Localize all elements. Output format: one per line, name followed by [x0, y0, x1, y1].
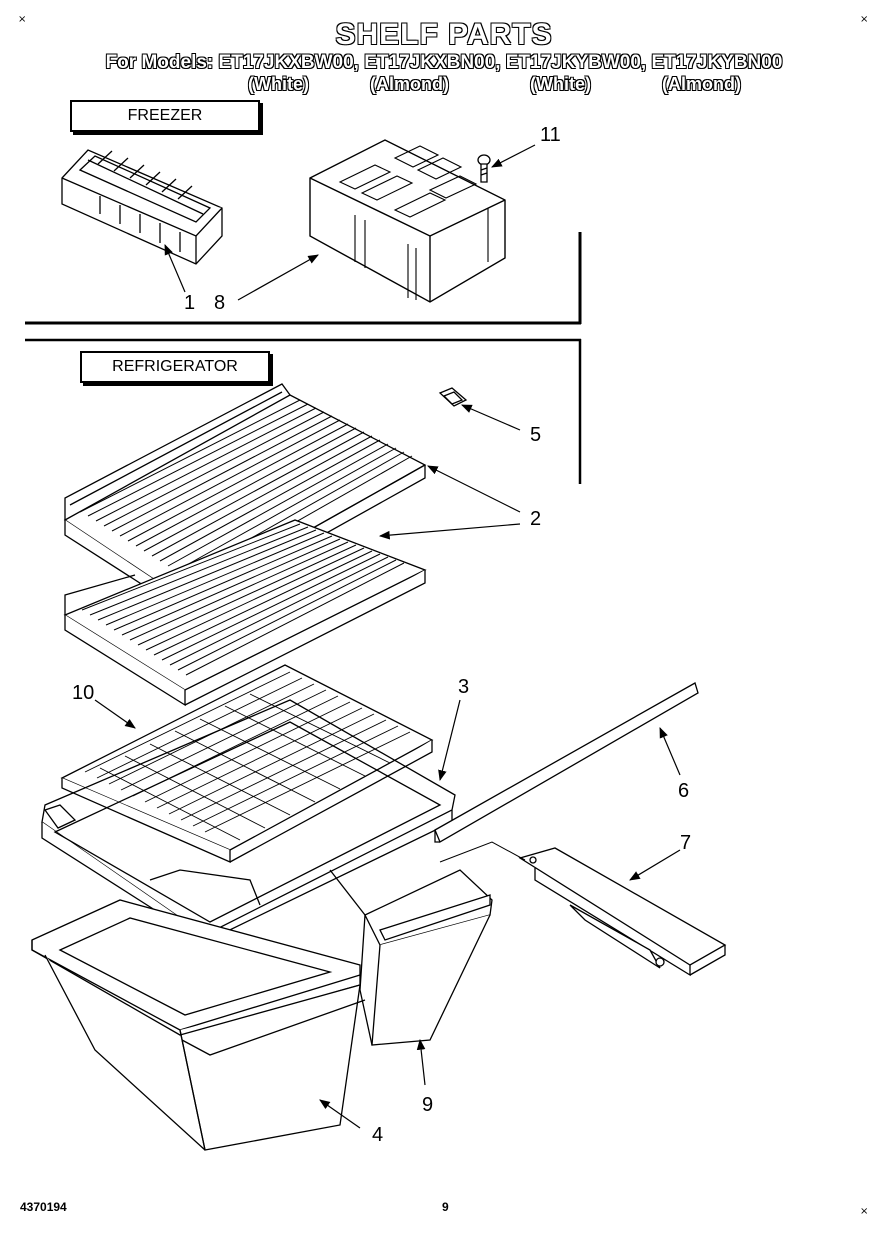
document-number: 4370194	[20, 1200, 67, 1214]
corner-mark-top-left: ×	[18, 14, 27, 25]
bracket-part-7	[520, 848, 725, 975]
callout-6: 6	[678, 780, 690, 802]
callout-7: 7	[680, 832, 692, 854]
clip-part-5	[440, 388, 466, 406]
callout-5: 5	[530, 424, 542, 446]
callout-3: 3	[458, 676, 470, 698]
trim-strip-part-6	[435, 683, 698, 842]
callout-10: 10	[72, 682, 95, 704]
callout-4: 4	[372, 1124, 384, 1146]
refrigerator-section-label: REFRIGERATOR	[80, 351, 270, 383]
leader-arrows	[95, 145, 680, 1128]
model-color-3: (White)	[530, 74, 591, 94]
model-color-4: (Almond)	[662, 74, 741, 94]
callout-11: 11	[540, 124, 561, 146]
model-color-1: (White)	[248, 74, 309, 94]
freezer-section-label: FREEZER	[70, 100, 260, 132]
ice-tray-part-1	[62, 150, 222, 264]
callout-2: 2	[530, 508, 542, 530]
freezer-section-border	[25, 232, 581, 324]
corner-mark-top-right: ×	[860, 14, 869, 25]
callout-9: 9	[422, 1094, 434, 1116]
models-line: For Models: ET17JKXBW00, ET17JKXBN00, ET…	[105, 52, 783, 73]
callout-8: 8	[214, 292, 226, 314]
reference-line	[440, 842, 525, 862]
page-number: 9	[442, 1200, 449, 1214]
crisper-drawer-part-9	[330, 870, 492, 1045]
screw-part-11	[478, 155, 490, 182]
refrigerator-section-border	[25, 339, 581, 484]
model-color-2: (Almond)	[370, 74, 449, 94]
freezer-shelf-part-8	[310, 140, 505, 302]
crisper-drawer-part-4	[32, 870, 365, 1150]
shelf-lower-part-2	[65, 520, 425, 705]
crisper-insert-part-10	[62, 665, 432, 862]
page-title: SHELF PARTS	[335, 18, 553, 51]
corner-mark-bottom-right: ×	[860, 1206, 869, 1217]
callout-1: 1	[184, 292, 196, 314]
